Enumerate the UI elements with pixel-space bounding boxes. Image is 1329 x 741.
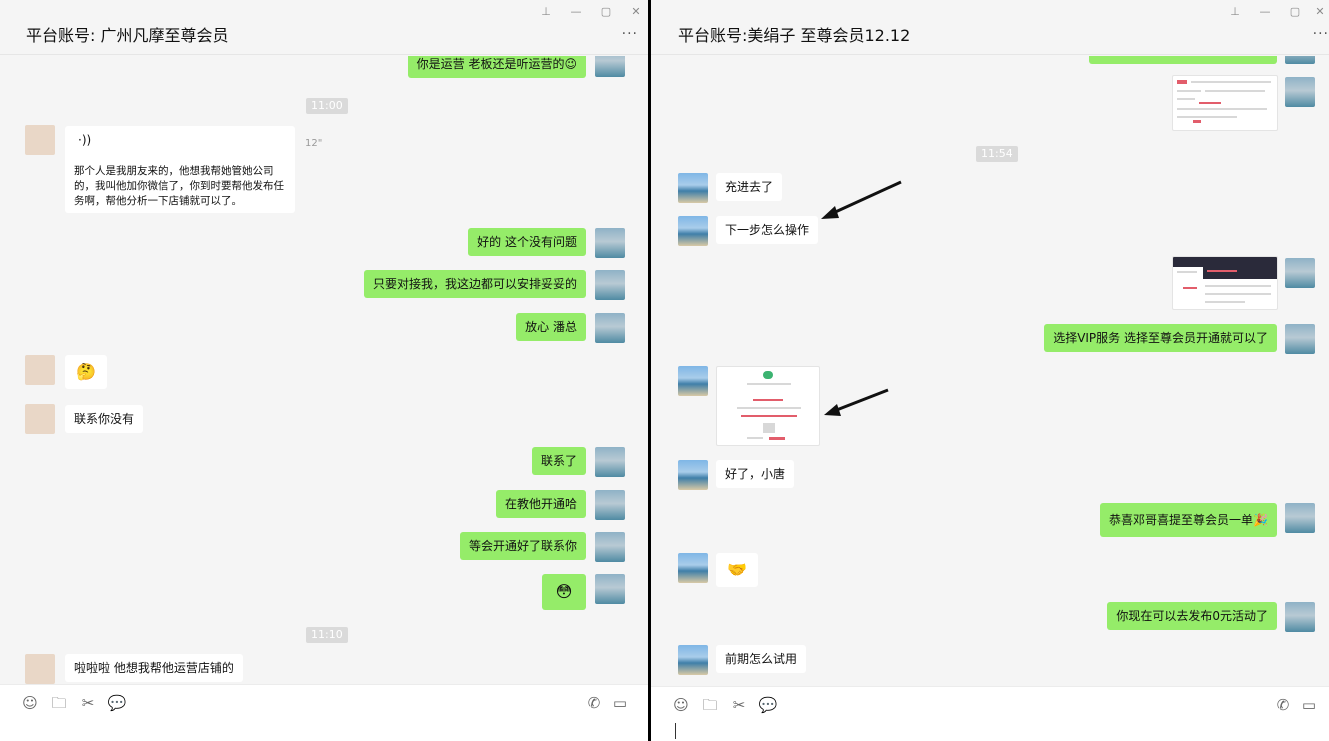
avatar[interactable] (678, 460, 708, 490)
message-bubble[interactable]: 啦啦啦 他想我帮他运营店铺的 (65, 654, 243, 682)
avatar[interactable] (1285, 324, 1315, 354)
avatar[interactable] (595, 228, 625, 258)
avatar[interactable] (25, 125, 55, 155)
phone-icon[interactable]: ✆ (1276, 696, 1290, 714)
close-icon[interactable]: ✕ (631, 5, 641, 18)
scissors-icon[interactable]: ✂ (732, 696, 746, 714)
message-bubble[interactable]: 等会开通好了联系你 (459, 532, 586, 560)
emoji-message[interactable]: 🤔 (65, 355, 107, 389)
message-bubble[interactable]: 充进去了 (716, 173, 783, 201)
video-icon[interactable]: ▭ (1301, 696, 1317, 714)
folder-icon[interactable]: 🗀 (51, 694, 67, 712)
message-bubble[interactable] (1089, 56, 1277, 64)
message-bubble[interactable]: 联系了 (531, 447, 586, 475)
voice-message[interactable]: ·)) 那个人是我朋友来的，他想我帮她管她公司的，我叫他加你微信了，你到时要帮他… (65, 126, 295, 213)
voice-duration: 12" (305, 138, 323, 149)
emoji-message[interactable]: 😳 (542, 574, 586, 610)
emoji-icon[interactable]: ☺ (22, 694, 38, 712)
maximize-icon[interactable]: ▢ (1289, 5, 1301, 18)
message-bubble[interactable]: 只要对接我，我这边都可以安排妥妥的 (363, 270, 586, 298)
chat-title: 平台账号: 广州凡摩至尊会员 (26, 26, 229, 45)
avatar[interactable] (678, 645, 708, 675)
more-options-icon[interactable]: ··· (621, 26, 638, 42)
image-message[interactable] (1172, 75, 1278, 131)
avatar[interactable] (595, 270, 625, 300)
avatar[interactable] (595, 447, 625, 477)
avatar[interactable] (678, 216, 708, 246)
image-message[interactable] (1172, 256, 1278, 310)
message-list[interactable]: 11:54 充进去了 下一步怎么操作 选择VIP服务 选择至尊会员开通就可以了 (651, 56, 1329, 686)
avatar[interactable] (25, 355, 55, 385)
avatar[interactable] (25, 404, 55, 434)
minimize-icon[interactable]: — (1259, 5, 1271, 18)
folder-icon[interactable]: 🗀 (702, 696, 718, 714)
close-icon[interactable]: ✕ (1315, 5, 1325, 18)
avatar[interactable] (678, 366, 708, 396)
message-bubble[interactable]: 前期怎么试用 (716, 645, 807, 673)
avatar[interactable] (25, 654, 55, 684)
voice-transcript: 那个人是我朋友来的，他想我帮她管她公司的，我叫他加你微信了，你到时要帮他发布任务… (74, 165, 284, 207)
voice-icon: ·)) (78, 133, 92, 147)
emoji-icon[interactable]: ☺ (673, 696, 689, 714)
avatar[interactable] (678, 173, 708, 203)
minimize-icon[interactable]: — (570, 5, 582, 18)
message-bubble[interactable]: 联系你没有 (65, 405, 144, 433)
arrow-annotation (824, 388, 889, 416)
title-bar: 平台账号: 广州凡摩至尊会员 ⊥ — ▢ ✕ ··· (0, 0, 648, 55)
message-bubble[interactable]: 下一步怎么操作 (716, 216, 819, 244)
avatar[interactable] (595, 313, 625, 343)
maximize-icon[interactable]: ▢ (600, 5, 612, 18)
chat-title: 平台账号:美绢子 至尊会员12.12 (678, 26, 911, 45)
message-bubble[interactable]: 放心 潘总 (516, 313, 586, 341)
emoji-message[interactable]: 🤝 (716, 553, 758, 587)
timestamp: 11:54 (976, 146, 1018, 162)
title-bar: 平台账号:美绢子 至尊会员12.12 ⊥ — ▢ ✕ ··· (651, 0, 1329, 55)
message-bubble[interactable]: 好了，小唐 (716, 460, 795, 488)
avatar[interactable] (678, 553, 708, 583)
timestamp: 11:00 (306, 98, 348, 114)
more-options-icon[interactable]: ··· (1312, 26, 1329, 42)
message-bubble[interactable]: 你是运营 老板还是听运营的😉 (407, 56, 586, 78)
message-bubble[interactable]: 恭喜邓哥喜提至尊会员一单🎉 (1100, 503, 1277, 537)
avatar[interactable] (595, 490, 625, 520)
chat-window-right: 平台账号:美绢子 至尊会员12.12 ⊥ — ▢ ✕ ··· 11:54 充进去… (651, 0, 1329, 741)
timestamp: 11:10 (306, 627, 348, 643)
avatar[interactable] (1285, 602, 1315, 632)
avatar[interactable] (1285, 503, 1315, 533)
message-list[interactable]: 你是运营 老板还是听运营的😉 11:00 ·)) 那个人是我朋友来的，他想我帮她… (0, 56, 648, 684)
message-bubble[interactable]: 好的 这个没有问题 (468, 228, 586, 256)
chat-history-icon[interactable]: 💬 (758, 696, 778, 714)
phone-icon[interactable]: ✆ (587, 694, 601, 712)
scissors-icon[interactable]: ✂ (81, 694, 95, 712)
message-bubble[interactable]: 你现在可以去发布0元活动了 (1107, 602, 1277, 630)
chat-history-icon[interactable]: 💬 (107, 694, 127, 712)
arrow-annotation (821, 180, 902, 219)
video-icon[interactable]: ▭ (612, 694, 628, 712)
input-toolbar[interactable]: ☺ 🗀 ✂ 💬 ✆ ▭ (651, 686, 1329, 741)
text-caret (675, 723, 676, 739)
avatar[interactable] (595, 532, 625, 562)
avatar[interactable] (595, 56, 625, 77)
message-bubble[interactable]: 在教他开通哈 (495, 490, 586, 518)
avatar[interactable] (1285, 56, 1315, 64)
pin-icon[interactable]: ⊥ (541, 5, 551, 18)
avatar[interactable] (1285, 77, 1315, 107)
pin-icon[interactable]: ⊥ (1230, 5, 1240, 18)
input-toolbar: ☺ 🗀 ✂ 💬 ✆ ▭ (0, 684, 648, 741)
avatar[interactable] (595, 574, 625, 604)
image-message[interactable] (716, 366, 820, 446)
avatar[interactable] (1285, 258, 1315, 288)
chat-window-left: 平台账号: 广州凡摩至尊会员 ⊥ — ▢ ✕ ··· 你是运营 老板还是听运营的… (0, 0, 648, 741)
message-bubble[interactable]: 选择VIP服务 选择至尊会员开通就可以了 (1044, 324, 1277, 352)
